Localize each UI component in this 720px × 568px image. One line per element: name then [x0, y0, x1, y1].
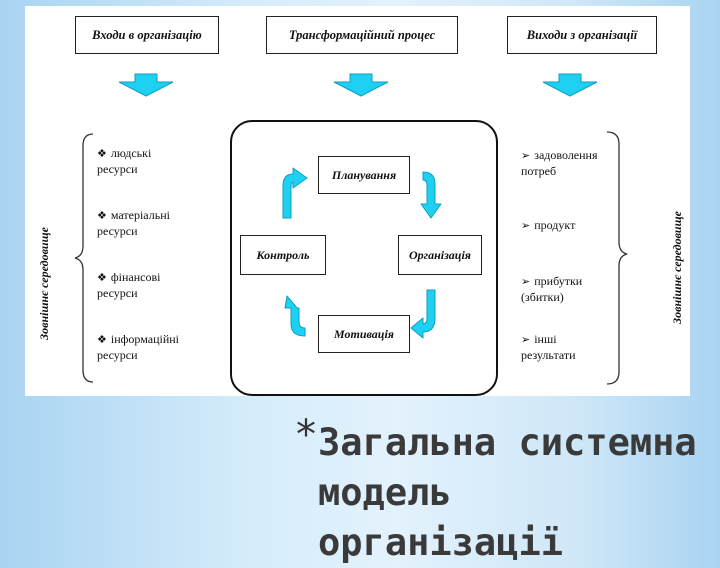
- down-arrow-icon: [333, 73, 389, 97]
- process-header: Трансформаційний процес: [266, 16, 458, 54]
- diamond-bullet-icon: ❖: [97, 334, 107, 346]
- cycle-arrow-icon: [284, 295, 306, 337]
- output-item: ➢інші результати: [521, 332, 576, 362]
- title-line-1: Загальна системна: [318, 421, 697, 464]
- title-bullet: *: [296, 412, 316, 458]
- diamond-bullet-icon: ❖: [97, 148, 107, 160]
- cycle-arrow-icon: [410, 289, 436, 339]
- title-line-2: модель організації: [318, 471, 564, 564]
- motivation-node: Мотивація: [318, 315, 410, 353]
- arrow-bullet-icon: ➢: [521, 334, 531, 346]
- right-brace-icon: [606, 131, 628, 385]
- organization-node: Організація: [398, 235, 482, 275]
- slide-title: Загальна системна модель організації: [318, 418, 708, 568]
- arrow-bullet-icon: ➢: [521, 276, 531, 288]
- down-arrow-icon: [542, 73, 598, 97]
- cycle-arrow-icon: [420, 171, 442, 219]
- arrow-bullet-icon: ➢: [521, 150, 531, 162]
- input-item: ❖матеріальні ресурси: [97, 208, 170, 238]
- diagram-graphics: [74, 73, 628, 385]
- output-item: ➢прибутки (збитки): [521, 274, 583, 304]
- arrow-bullet-icon: ➢: [521, 220, 531, 232]
- input-item: ❖людські ресурси: [97, 146, 152, 176]
- diamond-bullet-icon: ❖: [97, 272, 107, 284]
- left-brace-icon: [74, 133, 94, 383]
- input-item: ❖фінансові ресурси: [97, 270, 161, 300]
- diamond-bullet-icon: ❖: [97, 210, 107, 222]
- output-item: ➢задоволення потреб: [521, 148, 598, 178]
- control-node: Контроль: [240, 235, 326, 275]
- planning-node: Планування: [318, 156, 410, 194]
- outputs-header: Виходи з організації: [507, 16, 657, 54]
- output-item: ➢продукт: [521, 218, 576, 232]
- inputs-header: Входи в організацію: [75, 16, 219, 54]
- down-arrow-icon: [118, 73, 174, 97]
- cycle-arrow-icon: [282, 167, 308, 219]
- diagram-panel: Входи в організацію Трансформаційний про…: [25, 6, 690, 396]
- input-item: ❖інформаційні ресурси: [97, 332, 179, 362]
